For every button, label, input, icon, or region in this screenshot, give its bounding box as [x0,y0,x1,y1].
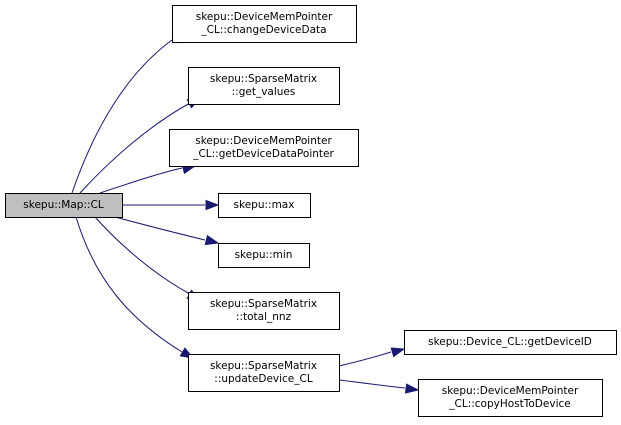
node-box [172,5,357,43]
node-box [188,354,340,392]
node-label-line: _CL::getDeviceDataPointer [192,148,334,160]
edge-line [71,39,173,194]
node-label-line: skepu::SparseMatrix [210,298,317,310]
node-box [404,330,617,355]
node-get-device-id[interactable]: skepu::Device_CL::getDeviceID [404,330,617,355]
node-label-line: skepu::SparseMatrix [210,73,317,85]
edge-line [338,379,406,389]
node-box [418,379,603,417]
nodes-layer: skepu::Map::CLskepu::DeviceMemPointer_CL… [5,5,617,417]
node-label-line: skepu::Map::CL [23,199,104,211]
node-label-line: skepu::DeviceMemPointer [442,385,579,397]
node-label-line: skepu::min [235,249,293,261]
node-max[interactable]: skepu::max [218,193,311,218]
node-get-device-data-pointer[interactable]: skepu::DeviceMemPointer_CL::getDeviceDat… [169,129,359,167]
node-update-device-cl[interactable]: skepu::SparseMatrix::updateDevice_CL [188,354,340,392]
edge-map-cl-to-update-device-cl [75,216,195,359]
edge-line [99,167,183,194]
node-min[interactable]: skepu::min [218,243,310,268]
edge-arrowhead [390,347,406,358]
node-box [218,243,310,268]
node-box [218,193,311,218]
edge-line [114,216,206,241]
edge-map-cl-to-max [122,199,220,211]
node-label-line: skepu::Device_CL::getDeviceID [428,336,592,348]
edge-map-cl-to-total-nnz [94,216,202,301]
node-label-line: ::updateDevice_CL [214,373,313,385]
edge-update-device-cl-to-copy-host-to-device [338,379,420,394]
edge-line [75,216,183,353]
node-box [5,193,123,218]
edge-line [94,216,191,295]
node-label-line: _CL::copyHostToDevice [448,398,570,410]
node-label-line: skepu::max [234,199,295,211]
node-label-line: skepu::DeviceMemPointer [196,11,333,23]
edge-map-cl-to-change-device-data [71,31,187,194]
node-box [188,292,340,330]
node-copy-host-to-device[interactable]: skepu::DeviceMemPointer_CL::copyHostToDe… [418,379,603,417]
edge-map-cl-to-min [114,216,220,246]
node-label-line: skepu::SparseMatrix [210,360,317,372]
node-box [188,67,340,105]
edge-arrowhead [204,234,220,246]
node-label-line: ::get_values [232,86,296,98]
node-change-device-data[interactable]: skepu::DeviceMemPointer_CL::changeDevice… [172,5,357,43]
edge-map-cl-to-get-device-data-pointer [99,163,197,194]
edge-update-device-cl-to-get-device-id [338,347,406,367]
edge-arrowhead [205,199,220,211]
node-label-line: skepu::DeviceMemPointer [195,135,332,147]
edge-line [338,351,392,367]
node-total-nnz[interactable]: skepu::SparseMatrix::total_nnz [188,292,340,330]
edge-line [79,102,191,194]
edge-arrowhead [404,383,420,394]
node-get-values[interactable]: skepu::SparseMatrix::get_values [188,67,340,105]
node-label-line: ::total_nnz [236,311,292,323]
node-map-cl: skepu::Map::CL [5,193,123,218]
node-label-line: _CL::changeDeviceData [200,24,326,36]
node-box [169,129,359,167]
